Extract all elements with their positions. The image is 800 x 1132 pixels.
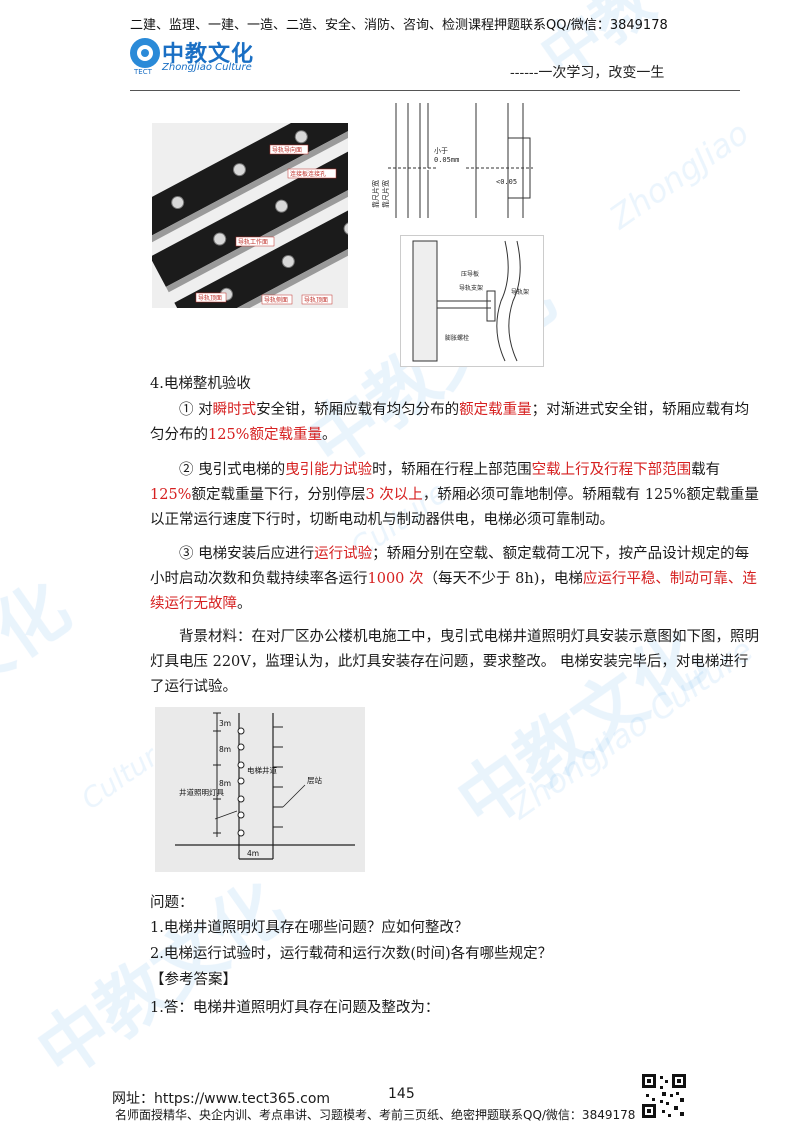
- question-2: 2.电梯运行试验时，运行载荷和运行次数(时间)各有哪些规定？: [150, 946, 553, 962]
- dim-3m: 3m: [219, 719, 231, 728]
- logo-text: 中教文化: [162, 42, 255, 67]
- tolerance-label-right: <0.05: [496, 178, 517, 186]
- rail-tolerance-drawing: 小于 0.05mm <0.05 靠尺片宽 靠尺片宽: [358, 98, 558, 231]
- rail-label-work-face: 导轨工作面: [238, 238, 268, 246]
- logo-subtitle: ZhongJiao Culture: [162, 62, 252, 73]
- bracket-label-support: 导轨支架: [459, 284, 483, 292]
- paragraph-operation-test: ③ 电梯安装后应进行运行试验；轿厢分别在空载、额定载荷工况下，按产品设计规定的每…: [150, 546, 757, 612]
- bracket-label-press-plate: 压导板: [461, 270, 479, 278]
- paragraph-background: 背景材料：在对厂区办公楼机电施工中，曳引式电梯井道照明灯具安装示意图如下图，照明…: [150, 629, 759, 695]
- dim-8m-1: 8m: [219, 745, 231, 754]
- paragraph-traction-test: ② 曳引式电梯的曳引能力试验时，轿厢在行程上部范围空载上行及行程下部范围载有12…: [150, 462, 759, 528]
- logo-tect: TECT: [134, 68, 152, 76]
- rail-label-plate-hole: 连接板连接孔: [290, 170, 326, 178]
- bracket-label-bolt: 膨胀螺栓: [445, 334, 469, 342]
- dim-8m-2: 8m: [219, 779, 231, 788]
- answer-1: 1.答：电梯井道照明灯具存在问题及整改为：: [150, 1000, 440, 1016]
- rail-label-guide-face: 导轨导向面: [272, 146, 302, 154]
- rail-label-top-face-2: 导轨顶面: [304, 296, 328, 304]
- page-number: 145: [388, 1086, 415, 1102]
- shaft-label: 电梯井道: [247, 765, 277, 775]
- question-1: 1.电梯井道照明灯具存在哪些问题？应如何整改？: [150, 920, 469, 936]
- ruler-label-1: 靠尺片宽: [371, 180, 380, 208]
- answer-title: 【参考答案】: [150, 972, 237, 988]
- lamp-label: 井道照明灯具: [179, 787, 224, 797]
- bracket-label-frame: 导轨架: [511, 288, 529, 296]
- qr-code-icon: [640, 1072, 688, 1120]
- footer-url: 网址：https://www.tect365.com: [112, 1091, 331, 1107]
- guide-rail-photo: 导轨导向面 连接板连接孔 导轨工作面 导轨顶面 导轨侧面 导轨顶面: [125, 98, 406, 339]
- header-contact-line: 二建、监理、一建、一造、二造、安全、消防、咨询、检测课程押题联系QQ/微信：38…: [130, 18, 668, 33]
- header-slogan: ------一次学习，改变一生: [510, 65, 665, 81]
- svg-text:ZhongJiao: ZhongJiao: [602, 114, 756, 237]
- logo-icon: [130, 38, 160, 68]
- rail-label-side-face: 导轨侧面: [264, 296, 288, 304]
- footer-note: 名师面授精华、央企内训、考点串讲、习题模考、考前三页纸、绝密押题联系QQ/微信：…: [115, 1108, 636, 1122]
- dim-4m: 4m: [247, 849, 259, 858]
- shaft-lighting-diagram: 3m 8m 8m 4m 电梯井道 井道照明灯具 层站: [155, 707, 365, 872]
- guide-rail-illustration: 导轨导向面 连接板连接孔 导轨工作面 导轨顶面 导轨侧面 导轨顶面: [125, 98, 406, 339]
- floor-label: 层站: [307, 775, 322, 785]
- tolerance-label-less: 小于: [434, 146, 448, 155]
- rail-bracket-drawing: 压导板 导轨支架 导轨架 膨胀螺栓: [400, 235, 544, 367]
- section-title: 4.电梯整机验收: [150, 376, 251, 392]
- ruler-label-2: 靠尺片宽: [381, 180, 390, 208]
- header-divider: [130, 90, 740, 91]
- question-title: 问题：: [150, 895, 194, 911]
- rail-label-top-face-1: 导轨顶面: [198, 294, 222, 302]
- svg-text:文化: 文化: [0, 566, 84, 713]
- paragraph-safety-gear: ① 对瞬时式安全钳，轿厢应载有均匀分布的额定载重量；对渐进式安全钳，轿厢应载有均…: [150, 402, 750, 443]
- tolerance-label-value: 0.05mm: [434, 156, 459, 164]
